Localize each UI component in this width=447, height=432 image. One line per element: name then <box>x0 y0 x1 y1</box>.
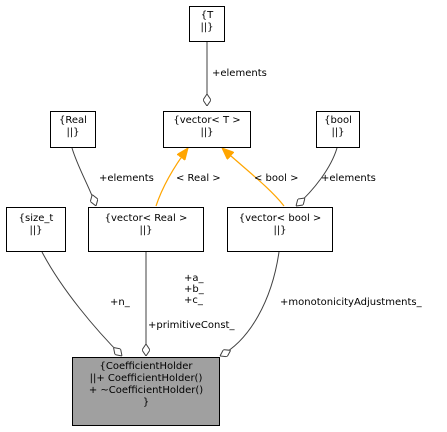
label-template-bool: < bool > <box>254 173 299 184</box>
node-real[interactable]: {Real ||} <box>50 111 96 148</box>
label-template-real: < Real > <box>176 173 221 184</box>
node-holder-line-3: + ~CoefficientHolder() <box>88 385 204 396</box>
node-vector-real[interactable]: {vector< Real > ||} <box>88 207 204 252</box>
edge-vector-bool-to-holder <box>220 251 280 356</box>
label-bool-elements: +elements <box>321 173 376 184</box>
node-bool[interactable]: {bool ||} <box>316 111 360 148</box>
label-abc: +a_ +b_ +c_ <box>184 273 204 306</box>
label-real-elements: +elements <box>99 173 154 184</box>
node-vector-bool[interactable]: {vector< bool > ||} <box>227 207 333 252</box>
edge-bool-to-vector-bool <box>296 147 338 206</box>
node-size-t-line-2: ||} <box>29 225 43 236</box>
node-size-t-line-1: {size_t <box>18 213 54 224</box>
label-n: +n_ <box>110 297 130 308</box>
node-bool-line-2: ||} <box>331 127 345 138</box>
node-vector-real-line-1: {vector< Real > <box>104 213 188 224</box>
edge-size-t-to-holder <box>41 251 122 356</box>
node-size-t[interactable]: {size_t ||} <box>6 207 66 252</box>
node-real-line-2: ||} <box>66 127 80 138</box>
node-holder-line-2: ||+ CoefficientHolder() <box>89 373 203 384</box>
node-real-line-1: {Real <box>59 115 87 126</box>
node-holder-line-1: {CoefficientHolder <box>99 361 193 372</box>
node-t-line-1: {T <box>200 10 214 21</box>
node-vector-t-line-2: ||} <box>200 127 214 138</box>
node-bool-line-1: {bool <box>324 115 352 126</box>
node-vector-t[interactable]: {vector< T > ||} <box>163 111 251 148</box>
node-vector-real-line-2: ||} <box>139 225 153 236</box>
edge-vector-real-template <box>155 148 188 207</box>
node-t[interactable]: {T ||} <box>189 6 225 42</box>
label-monotonicity: +monotonicityAdjustments_ <box>280 297 422 308</box>
node-vector-bool-line-2: ||} <box>273 225 287 236</box>
edge-real-to-vector-real <box>71 147 96 206</box>
edge-vector-bool-template <box>222 148 285 207</box>
label-b: +b_ <box>184 284 204 295</box>
label-t-elements: +elements <box>212 68 267 79</box>
node-vector-bool-line-1: {vector< bool > <box>238 213 322 224</box>
node-t-line-2: ||} <box>200 22 214 33</box>
node-holder-line-4: } <box>142 397 150 408</box>
node-coefficient-holder[interactable]: {CoefficientHolder ||+ CoefficientHolder… <box>72 357 220 426</box>
node-vector-t-line-1: {vector< T > <box>173 115 241 126</box>
label-a: +a_ <box>184 273 204 284</box>
label-primitive-const: +primitiveConst_ <box>148 320 235 331</box>
label-c: +c_ <box>184 295 203 306</box>
